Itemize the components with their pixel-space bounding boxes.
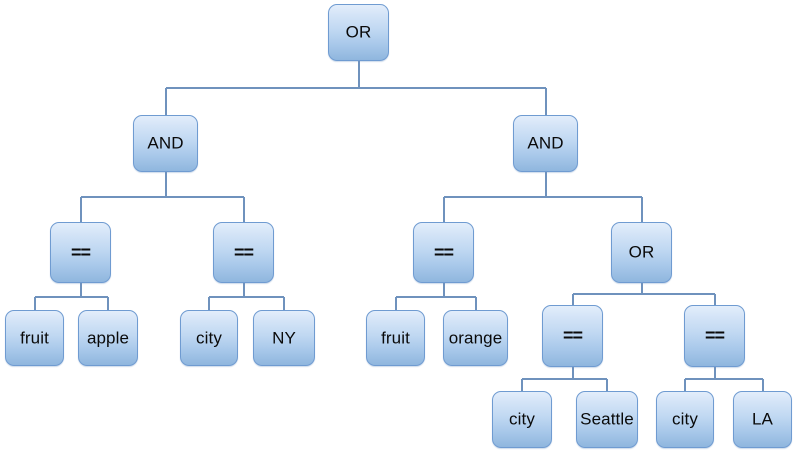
tree-node-label: city: [196, 328, 222, 347]
tree-node-n10[interactable]: NY: [253, 310, 315, 366]
tree-node-label: fruit: [20, 328, 49, 347]
tree-node-n5[interactable]: ==: [413, 222, 474, 283]
tree-node-n4[interactable]: ==: [213, 222, 274, 283]
tree-node-label: AND: [147, 133, 184, 153]
tree-node-n0[interactable]: OR: [328, 4, 389, 61]
tree-node-n9[interactable]: city: [180, 310, 238, 366]
tree-node-n14[interactable]: ==: [684, 305, 745, 367]
tree-node-n15[interactable]: city: [492, 391, 552, 448]
tree-node-label: apple: [86, 328, 130, 347]
tree-node-n7[interactable]: fruit: [5, 310, 64, 366]
tree-node-label: orange: [448, 328, 503, 347]
tree-node-label: ==: [704, 325, 725, 346]
tree-node-n1[interactable]: AND: [133, 115, 198, 172]
tree-node-label: OR: [345, 22, 372, 42]
tree-node-label: ==: [562, 325, 583, 346]
tree-node-n17[interactable]: city: [656, 391, 714, 448]
tree-node-n6[interactable]: OR: [611, 222, 672, 283]
tree-node-n8[interactable]: apple: [78, 310, 138, 366]
tree-node-label: fruit: [381, 328, 410, 347]
tree-node-n12[interactable]: orange: [443, 310, 508, 366]
tree-node-label: OR: [628, 242, 655, 262]
tree-node-n11[interactable]: fruit: [366, 310, 425, 366]
tree-node-label: ==: [233, 242, 254, 262]
tree-node-label: NY: [272, 328, 296, 347]
tree-node-label: city: [672, 409, 698, 429]
tree-node-label: city: [509, 409, 535, 429]
tree-node-n13[interactable]: ==: [542, 305, 603, 367]
tree-node-n18[interactable]: LA: [733, 391, 792, 448]
tree-node-label: AND: [527, 133, 564, 153]
tree-node-n3[interactable]: ==: [50, 222, 111, 283]
tree-node-n16[interactable]: Seattle: [576, 391, 638, 448]
tree-node-label: Seattle: [580, 409, 634, 429]
tree-node-label: LA: [752, 409, 773, 429]
tree-node-label: ==: [70, 242, 91, 262]
tree-node-label: ==: [433, 242, 454, 262]
tree-node-n2[interactable]: AND: [513, 115, 578, 172]
